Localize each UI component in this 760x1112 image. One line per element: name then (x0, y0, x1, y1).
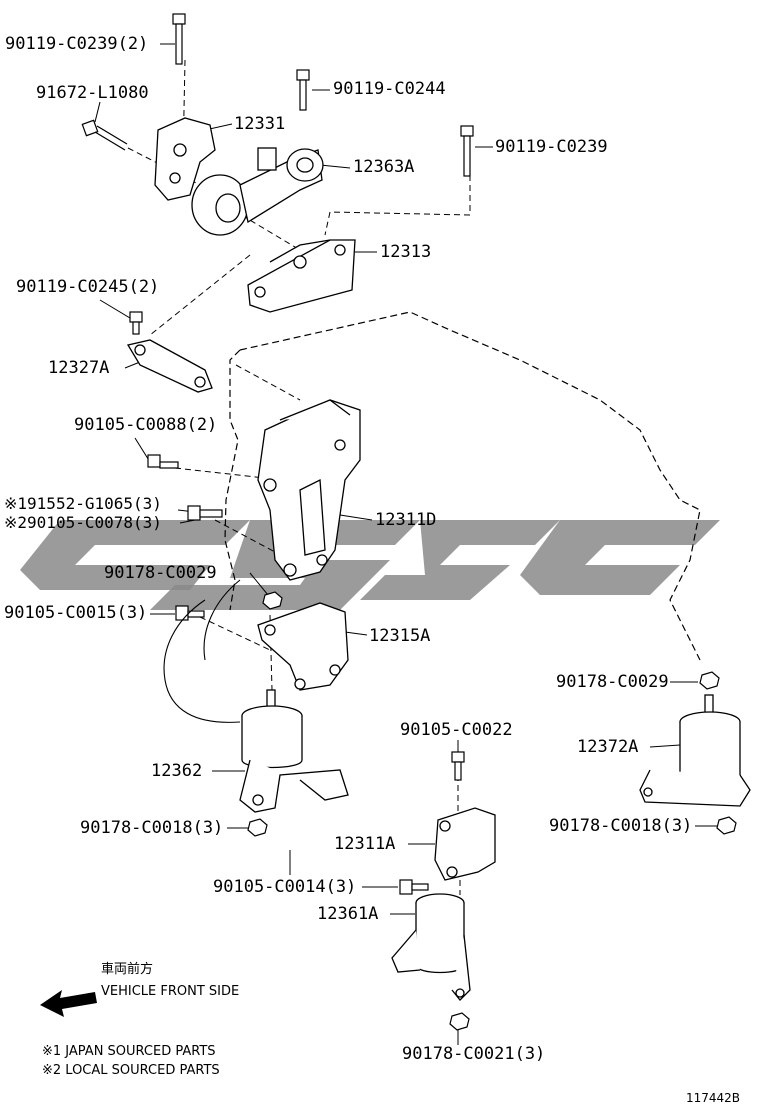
note-japan-sourced: ※1 JAPAN SOURCED PARTS (42, 1044, 216, 1059)
bolt-90105-C0022 (451, 751, 465, 781)
bolt-90105-C0078 (187, 505, 223, 521)
label-90178-C0018-3-a: 90178-C0018(3) (80, 818, 224, 838)
part-12311A (434, 807, 496, 881)
label-12311A: 12311A (334, 834, 396, 854)
label-90178-C0029-a: 90178-C0029 (104, 563, 217, 583)
label-90119-C0239-2: 90119-C0239(2) (5, 34, 149, 54)
label-90119-C0244: 90119-C0244 (333, 79, 446, 99)
bolt-91672-L1080 (81, 119, 128, 151)
label-12313: 12313 (380, 242, 432, 262)
label-12327A: 12327A (48, 358, 110, 378)
label-12311D: 12311D (375, 510, 437, 530)
part-12362 (239, 689, 349, 813)
transmission-outline (163, 579, 241, 723)
nut-90178-C0021 (449, 1012, 470, 1031)
left-arrow-icon (40, 990, 97, 1017)
bolt-90105-C0088 (147, 454, 179, 469)
label-12331: 12331 (234, 114, 286, 134)
figure-reference-number: 117442B (686, 1091, 741, 1105)
part-12363A (191, 147, 324, 236)
nut-90178-C0029-b (699, 671, 720, 690)
part-12311D (257, 399, 361, 581)
part-12313 (247, 239, 356, 313)
part-12331 (154, 117, 216, 201)
leader-lines (94, 43, 718, 1045)
label-90105-C0015-3: 90105-C0015(3) (4, 603, 148, 623)
label-90105-C0022: 90105-C0022 (400, 720, 513, 740)
label-12363A: 12363A (353, 157, 415, 177)
bolt-90119-C0239 (460, 125, 474, 177)
front-side-label-en: VEHICLE FRONT SIDE (101, 984, 240, 999)
part-12315A (257, 602, 349, 691)
label-91672-L1080: 91672-L1080 (36, 83, 149, 103)
part-12361A (391, 893, 471, 1001)
label-90178-C0029-b: 90178-C0029 (556, 672, 669, 692)
label-91552-G1065-3: ※191552-G1065(3) (4, 494, 162, 513)
watermark-logo (20, 520, 720, 610)
label-12315A: 12315A (369, 626, 431, 646)
label-12372A: 12372A (577, 737, 639, 757)
label-90178-C0018-3-b: 90178-C0018(3) (549, 816, 693, 836)
label-90105-C0078-3: ※290105-C0078(3) (4, 513, 162, 532)
bolt-90119-C0244 (296, 69, 310, 111)
label-90119-C0245-2: 90119-C0245(2) (16, 277, 160, 297)
label-90178-C0021-3: 90178-C0021(3) (402, 1044, 546, 1064)
nut-90178-C0029-a (262, 591, 283, 610)
part-12327A (126, 339, 213, 393)
bolt-90119-C0245 (129, 311, 143, 335)
bolt-90105-C0014 (399, 879, 429, 895)
label-90105-C0014-3: 90105-C0014(3) (213, 877, 357, 897)
label-90119-C0239: 90119-C0239 (495, 137, 608, 157)
label-12361A: 12361A (317, 904, 379, 924)
label-90105-C0088-2: 90105-C0088(2) (74, 415, 218, 435)
front-side-label-jp: 車両前方 (101, 962, 154, 977)
label-12362: 12362 (151, 761, 203, 781)
nut-90178-C0018-b (716, 816, 737, 835)
nut-90178-C0018-a (247, 818, 268, 837)
bolt-90119-C0239-2 (172, 13, 186, 65)
part-12372A (639, 694, 751, 807)
engine-outline (224, 311, 701, 661)
note-local-sourced: ※2 LOCAL SOURCED PARTS (42, 1063, 220, 1078)
